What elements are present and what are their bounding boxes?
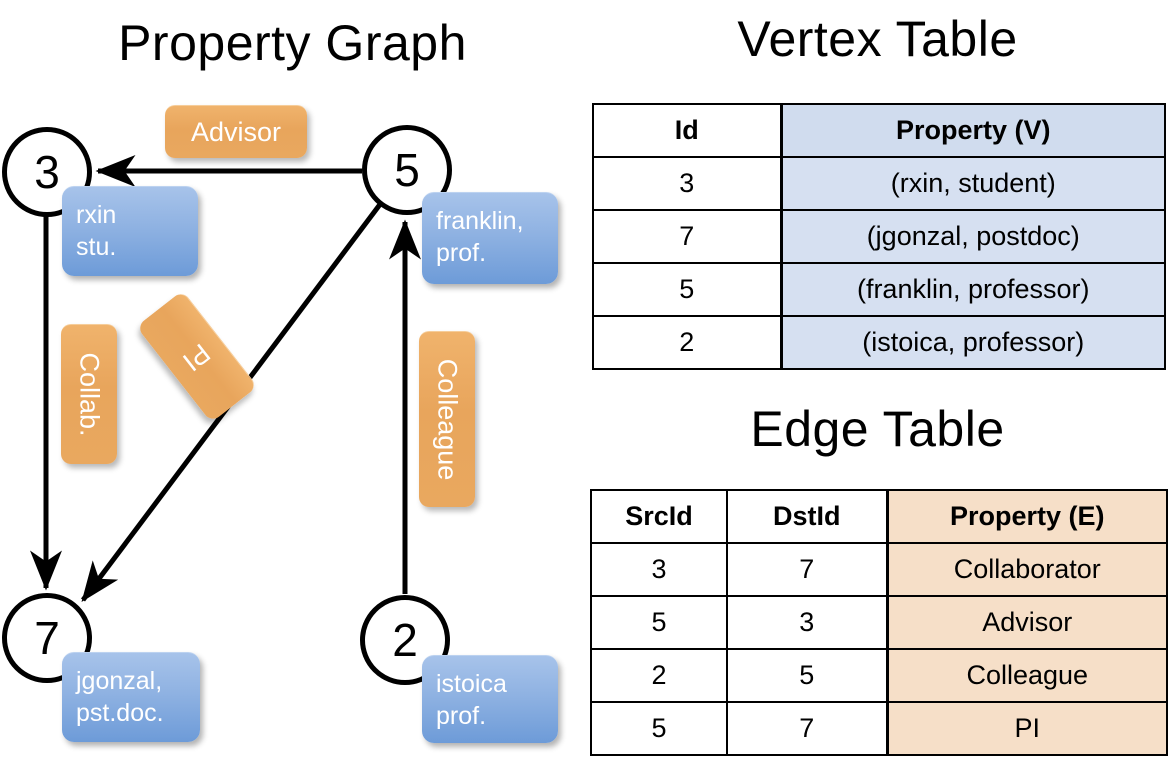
node-7-property-callout: jgonzal, pst.doc. <box>62 652 200 742</box>
edge-row-2-src: 2 <box>590 648 728 703</box>
node-3-property-line2: stu. <box>76 233 117 261</box>
edge-table-title: Edge Table <box>750 401 1005 457</box>
vertex-row-2-property: (franklin, professor) <box>779 262 1166 317</box>
edge-row-0-property: Collaborator <box>885 542 1168 597</box>
graph-node-2-label: 2 <box>392 614 418 666</box>
edge-table-header-property: Property (E) <box>885 489 1168 544</box>
edge-row-2-property: Colleague <box>885 648 1168 703</box>
vertex-table-row[interactable]: 2 (istoica, professor) <box>592 315 1166 370</box>
vertex-table-row[interactable]: 3 (rxin, student) <box>592 156 1166 211</box>
property-graph-title: Property Graph <box>118 15 467 71</box>
edge-row-3-dst: 7 <box>726 701 888 756</box>
node-2-property-line1: istoica <box>436 670 507 698</box>
edge-table-header-srcid: SrcId <box>590 489 728 544</box>
edge-table-row[interactable]: 3 7 Collaborator <box>590 542 1168 597</box>
vertex-row-0-id: 3 <box>592 156 782 211</box>
vertex-table: Id Property (V) 3 (rxin, student) 7 (jgo… <box>592 103 1166 370</box>
edge-row-2-dst: 5 <box>726 648 888 703</box>
vertex-row-1-id: 7 <box>592 209 782 264</box>
edge-row-1-src: 5 <box>590 595 728 650</box>
edge-table-header-row: SrcId DstId Property (E) <box>590 489 1168 544</box>
edge-label-collab-text: Collab. <box>74 352 105 437</box>
vertex-table-row[interactable]: 7 (jgonzal, postdoc) <box>592 209 1166 264</box>
graph-node-5-label: 5 <box>394 144 420 196</box>
edge-label-advisor-text: Advisor <box>190 116 282 147</box>
edge-row-3-src: 5 <box>590 701 728 756</box>
edge-table-row[interactable]: 2 5 Colleague <box>590 648 1168 703</box>
graph-node-7-label: 7 <box>34 612 60 664</box>
edge-row-3-property: PI <box>885 701 1168 756</box>
node-7-property-line2: pst.doc. <box>76 699 164 727</box>
vertex-table-header-id: Id <box>592 103 782 158</box>
vertex-table-header-property: Property (V) <box>779 103 1166 158</box>
node-3-property-callout: rxin stu. <box>62 186 198 276</box>
edge-table-row[interactable]: 5 7 PI <box>590 701 1168 756</box>
edge-row-1-dst: 3 <box>726 595 888 650</box>
graph-node-3-label: 3 <box>34 146 60 198</box>
node-2-property-callout: istoica prof. <box>422 655 558 743</box>
node-5-property-line2: prof. <box>436 239 487 267</box>
vertex-row-1-property: (jgonzal, postdoc) <box>779 209 1166 264</box>
graph-node-5[interactable]: 5 <box>362 125 452 215</box>
node-3-property-line1: rxin <box>76 201 117 229</box>
vertex-row-3-id: 2 <box>592 315 782 370</box>
vertex-table-title: Vertex Table <box>737 11 1018 67</box>
edge-table: SrcId DstId Property (E) 3 7 Collaborato… <box>590 489 1168 756</box>
vertex-row-2-id: 5 <box>592 262 782 317</box>
vertex-table-header-row: Id Property (V) <box>592 103 1166 158</box>
graph-node-2[interactable]: 2 <box>360 595 450 685</box>
vertex-table-row[interactable]: 5 (franklin, professor) <box>592 262 1166 317</box>
edge-table-header-dstid: DstId <box>726 489 888 544</box>
edge-row-1-property: Advisor <box>885 595 1168 650</box>
node-7-property-line1: jgonzal, <box>76 667 163 695</box>
edge-label-collab: Collab. <box>61 324 117 464</box>
node-5-property-line1: franklin, <box>436 207 524 235</box>
edge-table-row[interactable]: 5 3 Advisor <box>590 595 1168 650</box>
edge-label-advisor: Advisor <box>165 105 307 158</box>
node-5-property-callout: franklin, prof. <box>422 192 558 284</box>
edge-row-0-src: 3 <box>590 542 728 597</box>
vertex-row-3-property: (istoica, professor) <box>779 315 1166 370</box>
vertex-row-0-property: (rxin, student) <box>779 156 1166 211</box>
edge-label-colleague: Colleague <box>419 331 475 507</box>
edge-row-0-dst: 7 <box>726 542 888 597</box>
node-2-property-line2: prof. <box>436 702 487 730</box>
edge-label-colleague-text: Colleague <box>432 358 463 481</box>
edge-label-pi-text: PI <box>177 337 217 377</box>
